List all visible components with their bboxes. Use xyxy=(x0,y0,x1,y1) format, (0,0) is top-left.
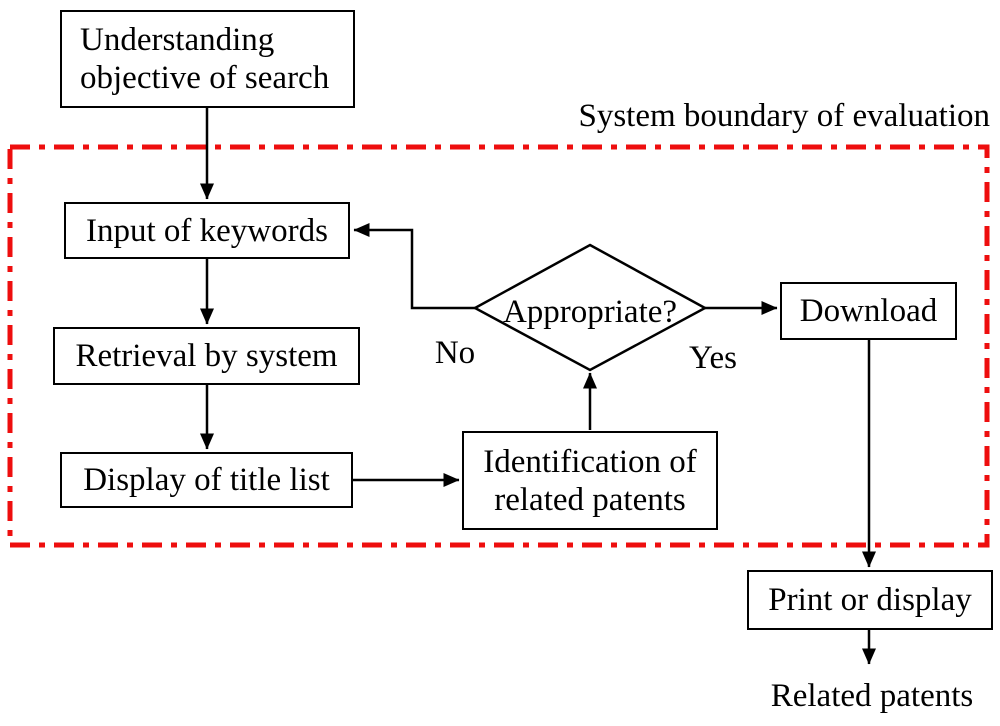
decision-label: Appropriate? xyxy=(502,294,678,330)
node-display-of-title-list: Display of title list xyxy=(60,452,353,508)
node-understanding-line2: objective of search xyxy=(80,60,330,96)
node-retrieval-by-system-label: Retrieval by system xyxy=(75,338,338,374)
decision-diamond xyxy=(472,243,708,372)
branch-label-yes: Yes xyxy=(688,340,738,376)
arrow-decision-no-to-input xyxy=(353,223,475,310)
node-identification-of-related-patents: Identification of related patents xyxy=(462,431,718,530)
node-identification-line2: related patents xyxy=(494,481,686,518)
node-understanding-line1: Understanding xyxy=(80,22,275,58)
node-retrieval-by-system: Retrieval by system xyxy=(53,327,360,385)
node-download: Download xyxy=(780,282,957,340)
node-display-of-title-list-label: Display of title list xyxy=(83,462,330,498)
system-boundary-border xyxy=(7,144,990,548)
node-download-label: Download xyxy=(799,293,938,329)
node-input-of-keywords-label: Input of keywords xyxy=(86,212,328,249)
node-input-of-keywords: Input of keywords xyxy=(64,202,350,259)
node-print-or-display: Print or display xyxy=(747,570,993,630)
node-print-or-display-label: Print or display xyxy=(768,582,972,618)
node-identification-line1: Identification of xyxy=(483,443,697,480)
branch-label-no: No xyxy=(434,335,476,371)
system-boundary-label: System boundary of evaluation xyxy=(578,98,990,134)
related-patents-output-label: Related patents xyxy=(770,678,974,714)
node-understanding-objective: Understanding objective of search xyxy=(60,10,355,108)
